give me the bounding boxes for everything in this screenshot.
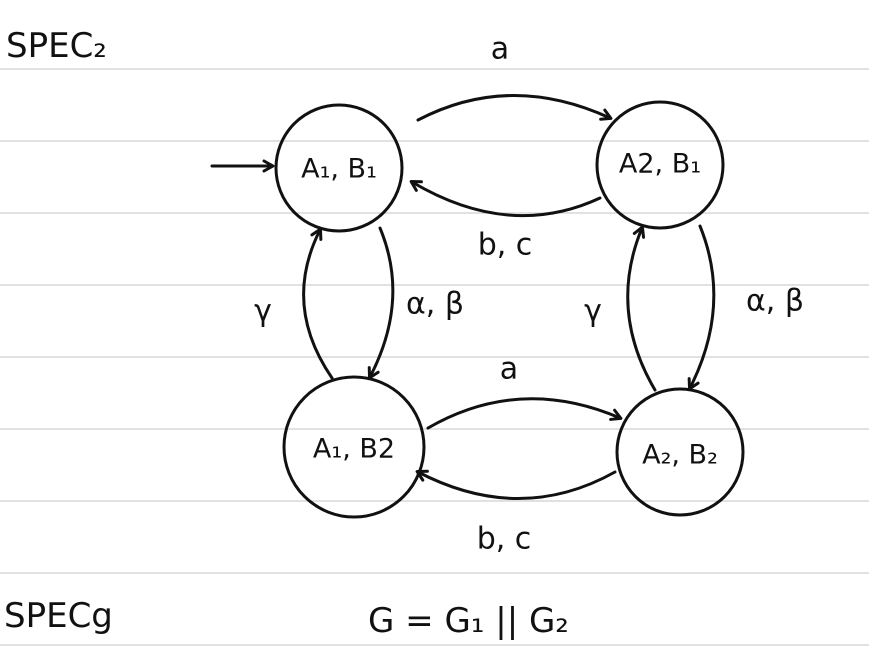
edge-label-right-down: α, β xyxy=(746,284,804,319)
edge-label-bottom-forward: a xyxy=(500,352,518,387)
edge-label-right-up: γ xyxy=(584,294,602,329)
edge-label-top-forward: a xyxy=(491,32,509,67)
edge-label-left-down: α, β xyxy=(406,287,464,322)
edge-label-top-back: b, c xyxy=(478,228,533,263)
spec2-title: SPEC₂ xyxy=(6,26,107,66)
specg-title: SPECg xyxy=(4,596,113,636)
edge-label-bottom-back: b, c xyxy=(477,522,532,557)
edge-left-down xyxy=(367,226,395,380)
edge-right-up xyxy=(626,225,657,392)
state-label-a2-b1: A2, B₁ xyxy=(619,149,701,180)
composition-formula: G = G₁ || G₂ xyxy=(368,601,569,641)
state-label-a1-b2: A₁, B2 xyxy=(313,434,395,465)
edge-top-forward xyxy=(416,94,613,122)
state-node-a1-b2 xyxy=(282,375,426,519)
ruled-lines xyxy=(0,68,869,646)
edge-label-left-up: γ xyxy=(254,294,272,329)
edge-bottom-back xyxy=(415,469,617,500)
edge-top-back xyxy=(409,179,602,218)
state-node-a2-b1 xyxy=(595,100,725,230)
edge-right-down xyxy=(687,224,716,391)
state-label-a2-b2: A₂, B₂ xyxy=(642,440,718,471)
state-node-a1-b1 xyxy=(274,103,404,233)
state-node-a2-b2 xyxy=(615,387,745,517)
state-label-a1-b1: A₁, B₁ xyxy=(301,154,377,185)
edge-bottom-forward xyxy=(426,397,623,430)
edge-left-up xyxy=(302,227,334,380)
